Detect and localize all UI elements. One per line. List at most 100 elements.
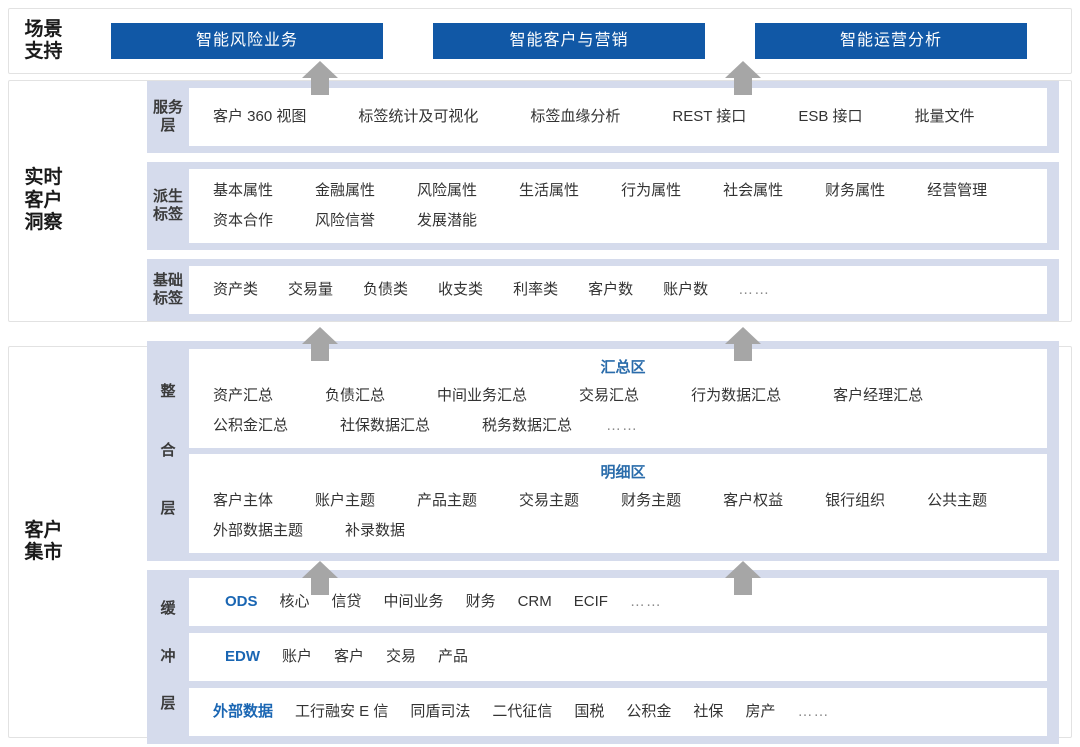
card-ods: ODS 核心 信贷 中间业务 财务 CRM ECIF …… (189, 577, 1047, 626)
chip-item-ods[interactable]: ODS (225, 592, 258, 610)
chip-item[interactable]: 公积金汇总 (213, 416, 289, 434)
chip-item[interactable]: 产品主题 (417, 491, 478, 509)
chip-item[interactable]: 交易 (386, 647, 417, 665)
band-basic-tags: 基础 标签 资产类 交易量 负债类 收支类 利率类 客户数 账户数 …… (147, 259, 1059, 321)
chip-item[interactable]: 客户 (334, 647, 365, 665)
chip-item-external-data[interactable]: 外部数据 (213, 702, 274, 720)
chip-row-derived-tags: 基本属性 金融属性 风险属性 生活属性 行为属性 社会属性 财务属性 经营管理 (213, 176, 1033, 206)
chip-item[interactable]: 银行组织 (825, 491, 886, 509)
chip-item-ellipsis: …… (606, 416, 639, 434)
chip-item[interactable]: 资本合作 (213, 212, 274, 229)
arrow-up-icon (723, 326, 763, 362)
scene-button-operations-analytics[interactable]: 智能运营分析 (755, 23, 1027, 59)
chip-item[interactable]: 客户经理汇总 (833, 386, 924, 404)
chip-item[interactable]: 财务主题 (621, 491, 682, 509)
chip-item[interactable]: REST 接口 (672, 108, 747, 125)
realtime-insight-section: 实时 客户 洞察 服务 层 客户 360 视图 标签统计及可视化 标签血缘分析 … (8, 80, 1072, 322)
chip-item[interactable]: 利率类 (513, 281, 559, 298)
band-integration-layer: 整 合 层 汇总区 资产汇总 负债汇总 中间业务汇总 交易汇总 行为数据汇总 客… (147, 340, 1059, 561)
chip-item[interactable]: 风险信誉 (315, 212, 376, 229)
chip-item[interactable]: 发展潜能 (417, 212, 478, 229)
chip-item[interactable]: 标签统计及可视化 (358, 108, 479, 125)
chip-item[interactable]: 公共主题 (927, 491, 988, 509)
band-label-char: 层 (160, 500, 176, 518)
chip-row-summary-zone-2: 公积金汇总 社保数据汇总 税务数据汇总 …… (213, 411, 1033, 441)
chip-item[interactable]: 账户 (282, 647, 313, 665)
band-label-service-layer: 服务 层 (152, 99, 183, 134)
chip-item[interactable]: 财务属性 (825, 182, 886, 199)
chip-item[interactable]: 客户数 (588, 281, 634, 298)
chip-item[interactable]: ECIF (573, 592, 608, 610)
chip-row-external-data: 外部数据 工行融安 E 信 同盾司法 二代征信 国税 公积金 社保 房产 …… (213, 697, 1033, 727)
chip-item[interactable]: 财务 (465, 592, 496, 610)
card-title-summary-zone: 汇总区 (600, 358, 646, 376)
chip-item[interactable]: 产品 (438, 647, 469, 665)
card-title-detail-zone: 明细区 (600, 463, 646, 481)
chip-item[interactable]: 行为数据汇总 (691, 386, 782, 404)
chip-item[interactable]: 公积金 (626, 702, 672, 720)
chip-item[interactable]: 行为属性 (621, 182, 682, 199)
chip-item[interactable]: 账户主题 (315, 491, 376, 509)
chip-item[interactable]: 交易量 (288, 281, 334, 298)
chip-item[interactable]: 基本属性 (213, 182, 274, 199)
chip-item[interactable]: 税务数据汇总 (482, 416, 573, 434)
card-edw: EDW 账户 客户 交易 产品 (189, 632, 1047, 681)
chip-item[interactable]: 房产 (745, 702, 776, 720)
chip-item[interactable]: 标签血缘分析 (530, 108, 621, 125)
chip-item[interactable]: 社会属性 (723, 182, 784, 199)
band-label-char: 整 (160, 382, 176, 400)
chip-item[interactable]: 信贷 (331, 592, 362, 610)
chip-item[interactable]: 批量文件 (914, 108, 975, 125)
arrow-up-icon (300, 326, 340, 362)
chip-item[interactable]: 收支类 (438, 281, 484, 298)
chip-item[interactable]: 中间业务 (383, 592, 444, 610)
chip-item[interactable]: 负债汇总 (325, 386, 386, 404)
chip-item[interactable]: 资产汇总 (213, 386, 274, 404)
chip-item[interactable]: 负债类 (363, 281, 409, 298)
band-content-buffer-layer: ODS 核心 信贷 中间业务 财务 CRM ECIF …… EDW 账户 (189, 577, 1047, 736)
chip-item[interactable]: 社保数据汇总 (340, 416, 431, 434)
chip-item[interactable]: 工行融安 E 信 (295, 702, 389, 720)
chip-item[interactable]: 交易主题 (519, 491, 580, 509)
arrow-up-icon (300, 560, 340, 596)
arrow-up-icon (723, 60, 763, 96)
chip-item[interactable]: 资产类 (213, 281, 259, 298)
chip-row-ods: ODS 核心 信贷 中间业务 财务 CRM ECIF …… (225, 587, 1033, 617)
chip-item[interactable]: 二代征信 (492, 702, 553, 720)
chip-item-ellipsis: …… (738, 281, 771, 298)
band-label-buffer-layer: 缓 冲 层 (147, 578, 189, 736)
chip-item[interactable]: 生活属性 (519, 182, 580, 199)
chip-item[interactable]: 金融属性 (315, 182, 376, 199)
chip-item[interactable]: 客户 360 视图 (213, 108, 307, 125)
chip-item-ellipsis: …… (797, 702, 830, 720)
chip-item[interactable]: 同盾司法 (410, 702, 471, 720)
customer-mart-title: 客户 集市 (24, 519, 63, 563)
scene-button-risk[interactable]: 智能风险业务 (111, 23, 383, 59)
chip-item[interactable]: 经营管理 (927, 182, 988, 199)
chip-item-ellipsis: …… (629, 592, 662, 610)
chip-item[interactable]: 外部数据主题 (213, 521, 304, 539)
chip-item[interactable]: 客户权益 (723, 491, 784, 509)
scene-button-customer-marketing[interactable]: 智能客户与营销 (433, 23, 705, 59)
chip-row-edw: EDW 账户 客户 交易 产品 (225, 642, 1033, 672)
chip-item[interactable]: 账户数 (663, 281, 709, 298)
card-external-data: 外部数据 工行融安 E 信 同盾司法 二代征信 国税 公积金 社保 房产 …… (189, 687, 1047, 736)
realtime-insight-body: 服务 层 客户 360 视图 标签统计及可视化 标签血缘分析 REST 接口 E… (78, 81, 1071, 321)
chip-item[interactable]: 社保 (693, 702, 724, 720)
chip-item[interactable]: 核心 (279, 592, 310, 610)
chip-item[interactable]: 国税 (574, 702, 605, 720)
chip-item[interactable]: 补录数据 (345, 521, 406, 539)
chip-item[interactable]: 客户主体 (213, 491, 274, 509)
chip-item[interactable]: 中间业务汇总 (437, 386, 528, 404)
band-label-char: 缓 (160, 600, 176, 618)
band-content-integration-layer: 汇总区 资产汇总 负债汇总 中间业务汇总 交易汇总 行为数据汇总 客户经理汇总 … (189, 348, 1047, 553)
chip-item-edw[interactable]: EDW (225, 647, 260, 665)
chip-item[interactable]: 风险属性 (417, 182, 478, 199)
band-label-integration-layer: 整 合 层 (147, 349, 189, 553)
chip-item[interactable]: CRM (517, 592, 552, 610)
band-content-service-layer: 客户 360 视图 标签统计及可视化 标签血缘分析 REST 接口 ESB 接口… (189, 88, 1047, 146)
band-content-derived-tags: 基本属性 金融属性 风险属性 生活属性 行为属性 社会属性 财务属性 经营管理 … (189, 169, 1047, 243)
chip-item[interactable]: ESB 接口 (798, 108, 863, 125)
chip-item[interactable]: 交易汇总 (579, 386, 640, 404)
band-derived-tags: 派生 标签 基本属性 金融属性 风险属性 生活属性 行为属性 社会属性 财务属性… (147, 162, 1059, 250)
